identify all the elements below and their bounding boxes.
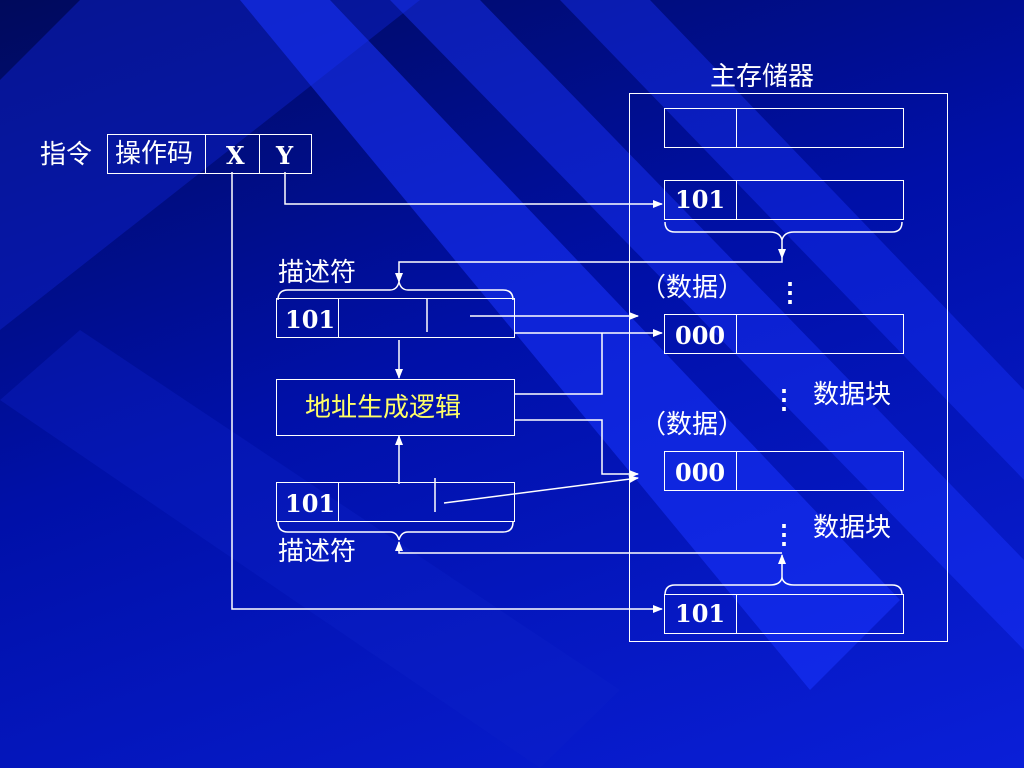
descriptor-bottom: 101	[276, 482, 515, 522]
descriptor-top: 101	[276, 298, 515, 338]
data-block-label: 数据块	[813, 513, 892, 543]
data-block-label: 数据块	[813, 380, 892, 410]
memory-cell-101-bottom: 101	[664, 594, 904, 634]
descriptor-value: 101	[285, 305, 336, 334]
opcode-label: 操作码	[115, 139, 194, 169]
memory-cell-tag	[665, 452, 737, 490]
descriptor-label-top: 描述符	[278, 258, 357, 288]
data-annotation: （数据）	[640, 273, 745, 303]
memory-cell-value: 000	[675, 321, 726, 350]
memory-cell-tag	[665, 595, 737, 633]
memory-cell-101-top: 101	[664, 180, 904, 220]
memory-cell-value: 101	[675, 599, 726, 628]
main-memory-frame	[629, 93, 948, 642]
descriptor-length-field	[277, 299, 339, 337]
x-field	[206, 135, 260, 173]
opcode-field	[108, 135, 206, 173]
memory-cell-tag	[665, 181, 737, 219]
descriptor-length-field	[277, 483, 339, 521]
x-label: X	[226, 141, 245, 170]
memory-cell-empty	[664, 108, 904, 148]
descriptor-label-bottom: 描述符	[278, 537, 357, 567]
memory-cell-000-first: 000	[664, 314, 904, 354]
ellipsis-icon: ⋮	[771, 385, 797, 415]
ellipsis-icon: ⋮	[771, 520, 797, 550]
memory-cell-value: 000	[675, 458, 726, 487]
memory-cell-tag	[665, 315, 737, 353]
data-annotation: （数据）	[640, 410, 745, 440]
memory-cell-000-second: 000	[664, 451, 904, 491]
address-generation-logic: 地址生成逻辑	[276, 379, 515, 436]
instruction-format: 操作码 X Y	[107, 134, 312, 174]
memory-cell-value: 101	[675, 185, 726, 214]
logic-label: 地址生成逻辑	[305, 393, 462, 423]
ellipsis-icon: ⋮	[777, 278, 803, 308]
y-label: Y	[276, 141, 294, 170]
descriptor-value: 101	[285, 489, 336, 518]
memory-cell-tag	[665, 109, 737, 147]
memory-title: 主存储器	[710, 62, 815, 92]
instruction-label: 指令	[40, 140, 93, 170]
